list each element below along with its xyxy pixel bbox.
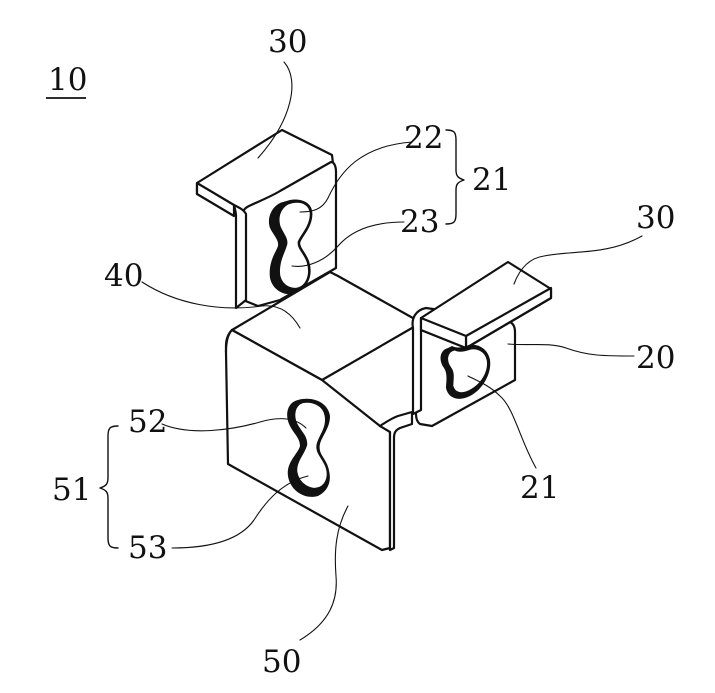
- right-slot-outline: [445, 346, 490, 395]
- label-22: 22: [404, 120, 443, 156]
- front-plate-step: [378, 410, 414, 552]
- reference-labels: 10 30 22 21 23 30 40 20 52 51 21 53 50: [46, 24, 675, 680]
- leader-40: [141, 281, 301, 329]
- label-50: 50: [262, 644, 301, 680]
- label-52: 52: [128, 404, 167, 440]
- label-30-left: 30: [268, 24, 307, 60]
- leader-22: [299, 141, 413, 213]
- label-51: 51: [52, 472, 91, 508]
- label-23: 23: [400, 204, 439, 240]
- label-40: 40: [104, 258, 143, 294]
- label-21-right: 21: [520, 470, 559, 506]
- label-assembly-10: 10: [48, 62, 87, 98]
- left-tab-bend: [232, 203, 248, 310]
- left-tab-front-edge: [195, 181, 236, 218]
- braces: [99, 129, 465, 549]
- label-53: 53: [128, 530, 167, 566]
- front-slot-outline: [292, 400, 330, 491]
- brace-51: [99, 425, 119, 549]
- label-30-right: 30: [636, 200, 675, 236]
- back-slot-outline: [276, 200, 313, 291]
- leader-23: [291, 221, 405, 267]
- leader-20: [507, 343, 635, 357]
- leader-50: [299, 505, 349, 641]
- left-tab-assembly: [195, 128, 338, 310]
- front-plate: [224, 328, 414, 552]
- leader-30-right: [513, 235, 643, 285]
- label-20: 20: [636, 340, 675, 376]
- brace-21-top: [445, 129, 465, 225]
- leader-30-left: [257, 61, 293, 159]
- label-21-top: 21: [472, 162, 511, 198]
- leader-53: [171, 475, 309, 549]
- leader-lines: [141, 61, 643, 641]
- right-side-assembly: [411, 260, 553, 428]
- leader-52: [161, 418, 307, 432]
- leader-21-right: [467, 375, 537, 469]
